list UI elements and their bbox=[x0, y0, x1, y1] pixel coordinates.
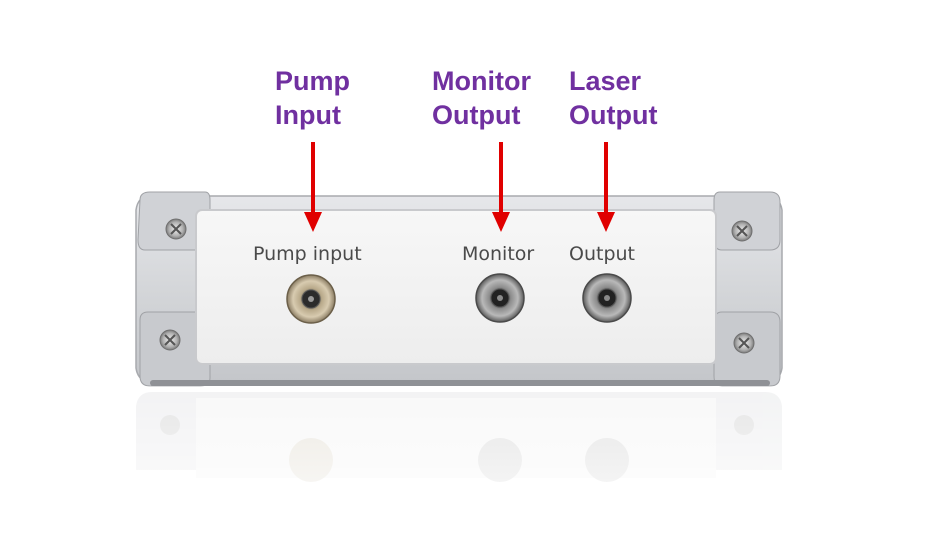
screw-icon bbox=[733, 332, 755, 354]
callout-monitor-line1: Monitor bbox=[432, 66, 531, 96]
callout-monitor-line2: Output bbox=[432, 100, 521, 130]
faceplate bbox=[195, 209, 717, 365]
screw-icon bbox=[731, 220, 753, 242]
panel-label-monitor: Monitor bbox=[462, 243, 535, 265]
arrow-down-icon bbox=[597, 142, 615, 232]
callout-pump-input: Pump Input bbox=[275, 64, 350, 132]
arrow-down-icon bbox=[304, 142, 322, 232]
callout-laser-line1: Laser bbox=[569, 66, 642, 96]
panel-label-pump-input: Pump input bbox=[253, 243, 362, 265]
fiber-connector-icon bbox=[582, 273, 632, 323]
callout-monitor-output: Monitor Output bbox=[432, 64, 531, 132]
callout-laser-output: Laser Output bbox=[569, 64, 657, 132]
fiber-connector-icon bbox=[286, 274, 336, 324]
arrow-down-icon bbox=[492, 142, 510, 232]
fiber-connector-icon bbox=[475, 273, 525, 323]
callout-pump-line2: Input bbox=[275, 100, 341, 130]
panel-label-output: Output bbox=[569, 243, 635, 265]
screw-icon bbox=[165, 218, 187, 240]
callout-pump-line1: Pump bbox=[275, 66, 351, 96]
screw-icon bbox=[159, 329, 181, 351]
callout-laser-line2: Output bbox=[569, 100, 658, 130]
